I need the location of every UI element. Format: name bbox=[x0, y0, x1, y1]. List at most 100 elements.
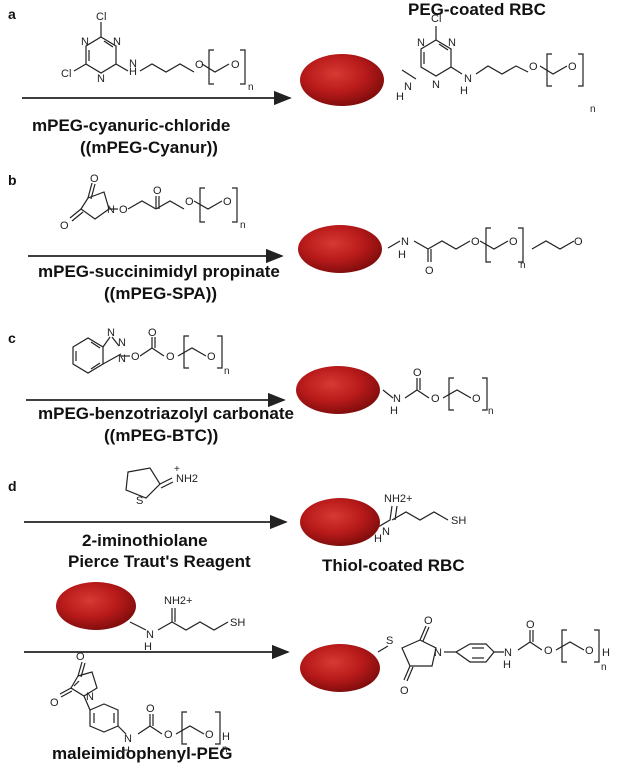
atom-nh-a1: N bbox=[404, 81, 412, 93]
panel-label-b: b bbox=[8, 172, 17, 188]
atom-n-a5: N bbox=[417, 37, 425, 49]
atom-cl-a1: Cl bbox=[96, 11, 106, 23]
atom-n-a2: N bbox=[113, 36, 121, 48]
rbc-d-thiol bbox=[300, 498, 380, 546]
triazine-ring-product-a bbox=[420, 26, 463, 77]
phenyl-ring-final bbox=[454, 643, 495, 663]
rbc-d-final bbox=[300, 644, 380, 692]
atom-n-final2: N bbox=[504, 647, 512, 659]
atom-n-b2: N bbox=[401, 236, 409, 248]
panel-label-c: c bbox=[8, 330, 16, 346]
peg-b-product bbox=[479, 240, 509, 250]
atom-nh2-d3: NH2+ bbox=[164, 595, 192, 607]
reagent-d-brand: Pierce Traut's Reagent bbox=[68, 552, 251, 571]
bracket-left-b-product bbox=[485, 227, 491, 263]
atom-s-d1: S bbox=[136, 495, 143, 507]
bond-rbc-s-final bbox=[377, 645, 389, 653]
atom-o-d4: O bbox=[164, 729, 173, 741]
atom-o-d1: O bbox=[76, 651, 85, 663]
atom-o-a2: O bbox=[231, 59, 240, 71]
bond-rbc-nh-a bbox=[401, 69, 417, 80]
carbonate-c bbox=[139, 337, 165, 357]
subscript-n-b-product: n bbox=[520, 260, 526, 271]
atom-n-a3: N bbox=[97, 73, 105, 85]
bracket-right-c-reagent bbox=[217, 335, 223, 369]
amide-linker-b bbox=[413, 240, 471, 262]
peg-b-reagent bbox=[193, 200, 223, 210]
bracket-left-b-reagent bbox=[199, 187, 205, 223]
atom-o-b6: O bbox=[223, 196, 232, 208]
bracket-right-a-product bbox=[578, 53, 584, 87]
atom-n-a1: N bbox=[81, 36, 89, 48]
atom-o-b7: O bbox=[425, 265, 434, 277]
peg-d-reagent bbox=[175, 725, 205, 735]
atom-n-c4: N bbox=[393, 393, 401, 405]
atom-o-b4: O bbox=[153, 185, 162, 197]
atom-sh-d2: SH bbox=[230, 617, 245, 629]
bracket-left-a-product bbox=[546, 53, 552, 87]
atom-o-b9: O bbox=[509, 236, 518, 248]
atom-cl-a3: Cl bbox=[431, 13, 441, 25]
atom-n-a4: N bbox=[129, 58, 137, 70]
atom-o-c4: O bbox=[207, 351, 216, 363]
reagent-a-name: mPEG-cyanuric-chloride bbox=[32, 116, 231, 135]
atom-h-a1: H bbox=[396, 91, 404, 103]
carbamate-c bbox=[404, 378, 430, 399]
atom-n-d3: N bbox=[146, 629, 154, 641]
thiol-coated-rbc-title: Thiol-coated RBC bbox=[322, 556, 465, 575]
subscript-n-a-reagent: n bbox=[248, 82, 254, 93]
rbc-a bbox=[300, 54, 384, 106]
subscript-n-d-reagent: n bbox=[222, 744, 228, 755]
bracket-right-b-product bbox=[518, 227, 524, 263]
atom-n-a6: N bbox=[448, 37, 456, 49]
atom-n-c1: N bbox=[107, 327, 115, 339]
carbamate-d-reagent bbox=[117, 714, 163, 735]
atom-h-final2: H bbox=[503, 659, 511, 671]
atom-o-a3: O bbox=[529, 61, 538, 73]
rbc-c bbox=[296, 366, 380, 414]
linker-a-product bbox=[475, 65, 529, 75]
reagent-c-name: mPEG-benzotriazolyl carbonate bbox=[38, 404, 294, 423]
peg-c-reagent bbox=[177, 347, 207, 357]
phenyl-ring-maleimide bbox=[89, 703, 119, 733]
atom-nh-a-reagent: H bbox=[129, 66, 137, 78]
atom-n-d4: N bbox=[86, 691, 94, 703]
atom-o-c2: O bbox=[148, 327, 157, 339]
reagent-a-abbrev-text: (mPEG-Cyanur) bbox=[85, 138, 213, 157]
subscript-n-c-reagent: n bbox=[224, 366, 230, 377]
atom-o-d2: O bbox=[50, 697, 59, 709]
atom-n-d2: N bbox=[382, 526, 390, 538]
bracket-right-d-reagent bbox=[215, 711, 221, 745]
atom-n-final1: N bbox=[434, 647, 442, 659]
iminothiolane-ring-d bbox=[125, 467, 174, 499]
reagent-a-abbrev: ((mPEG-Cyanur)) bbox=[80, 138, 218, 157]
bracket-left-d-reagent bbox=[181, 711, 187, 745]
amidine-linker-d1 bbox=[377, 505, 449, 528]
atom-s-final: S bbox=[386, 635, 393, 647]
benzotriazole-reagent-c bbox=[72, 336, 122, 374]
atom-o-c7: O bbox=[472, 393, 481, 405]
atom-o-a1: O bbox=[195, 59, 204, 71]
atom-o-d5: O bbox=[205, 729, 214, 741]
atom-h-b1: H bbox=[398, 249, 406, 261]
atom-o-b5: O bbox=[185, 196, 194, 208]
peg-final bbox=[555, 641, 585, 651]
bracket-left-a-reagent bbox=[208, 49, 214, 85]
charge-plus-d1: + bbox=[174, 464, 180, 475]
ester-linker-b bbox=[127, 196, 185, 210]
atom-nh-a2: N bbox=[464, 73, 472, 85]
rbc-d-reagent bbox=[56, 582, 136, 630]
atom-o-c6: O bbox=[431, 393, 440, 405]
atom-h-final: H bbox=[602, 647, 610, 659]
bracket-right-final bbox=[594, 629, 600, 663]
atom-n-b1: N bbox=[107, 204, 115, 216]
rbc-b bbox=[298, 225, 382, 273]
atom-h-d3: H bbox=[144, 641, 152, 653]
bond-rbc-nh-c bbox=[382, 389, 394, 399]
atom-h-d2: H bbox=[374, 533, 382, 545]
subscript-n-a-product: n bbox=[590, 104, 596, 115]
atom-o-a4: O bbox=[568, 61, 577, 73]
peg-a-product bbox=[539, 65, 568, 75]
atom-o-c1: O bbox=[131, 351, 140, 363]
